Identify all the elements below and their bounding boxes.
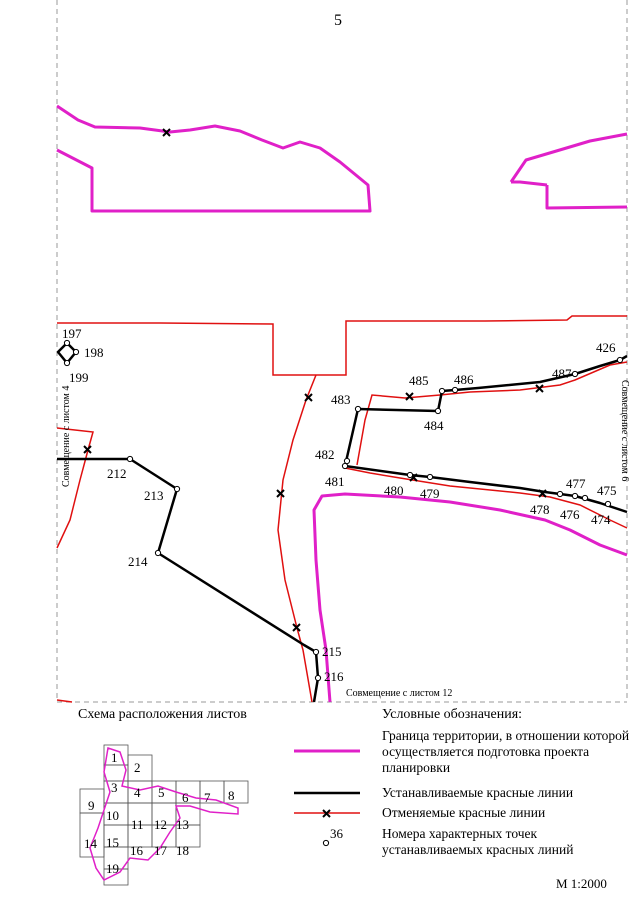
legend-boundary-text: Граница территории, в отношении которой … [382,728,630,775]
point-label: 475 [597,483,617,498]
schema-sheet-16: 16 [130,843,144,858]
schema-sheet-1: 1 [111,750,118,765]
point-label: 214 [128,554,148,569]
point-label: 486 [454,372,474,387]
schema-sheet-18: 18 [176,843,189,858]
schema-sheet-7: 7 [204,790,211,805]
point-label: 482 [315,447,335,462]
schema-sheet-9: 9 [88,798,95,813]
point-label: 426 [596,340,616,355]
point-label: 198 [84,345,104,360]
left-edge-label: Совмещение с листом 4 [61,386,72,487]
schema-sheet-10: 10 [106,808,119,823]
point-label: 477 [566,476,586,491]
bottom-edge-label: Совмещение с листом 12 [346,688,452,699]
legend-cancelled-text: Отменяемые красные линии [382,805,546,820]
legend-title: Условные обозначения: [382,707,523,722]
legend-points-text: Номера характерных точек устанавливаемых… [382,826,574,857]
scale-label: М 1:2000 [556,876,607,891]
schema-sheet-3: 3 [111,780,118,795]
schema-sheet-6: 6 [182,790,189,805]
point-label: 487 [552,366,572,381]
cancelled-red-lines [56,315,628,703]
schema-sheet-4: 4 [134,785,141,800]
schema-sheet-8: 8 [228,788,235,803]
point-label: 199 [69,370,89,385]
point-label: 485 [409,373,429,388]
schema-sheet-11: 11 [131,817,144,832]
point-label: 478 [530,502,550,517]
schema-sheet-numbers: 1 2 3 4 5 6 7 8 9 10 11 12 13 14 15 16 1… [84,750,235,876]
schema-sheet-17: 17 [154,843,168,858]
schema-sheet-14: 14 [84,836,98,851]
point-label: 476 [560,507,580,522]
point-label: 215 [322,644,342,659]
right-edge-label: Совмещение с листом 6 [619,380,630,481]
sheet-frame [56,0,628,703]
legend-point-example: 36 [330,826,344,841]
schema-territory-outline [89,747,239,881]
schema-sheet-5: 5 [158,785,165,800]
sheet-schema [79,744,249,886]
point-label: 480 [384,483,404,498]
schema-sheet-19: 19 [106,861,119,876]
territory-boundary [56,104,628,703]
point-label: 216 [324,669,344,684]
sheet-number: 5 [334,12,342,29]
legend-point-symbol [322,839,330,847]
schema-sheet-13: 13 [176,817,189,832]
point-label: 474 [591,512,611,527]
point-label: 213 [144,488,164,503]
schema-sheet-2: 2 [134,760,141,775]
point-label: 481 [325,474,345,489]
schema-sheet-12: 12 [154,817,167,832]
characteristic-points [63,339,624,682]
point-label: 212 [107,466,127,481]
point-label: 479 [420,486,440,501]
legend-established-text: Устанавливаемые красные линии [382,785,574,800]
schema-title: Схема расположения листов [78,707,247,722]
schema-sheet-15: 15 [106,835,119,850]
point-label: 484 [424,418,444,433]
point-label: 483 [331,392,351,407]
legend-cancelled-cross [322,809,331,818]
point-label: 197 [62,326,82,341]
